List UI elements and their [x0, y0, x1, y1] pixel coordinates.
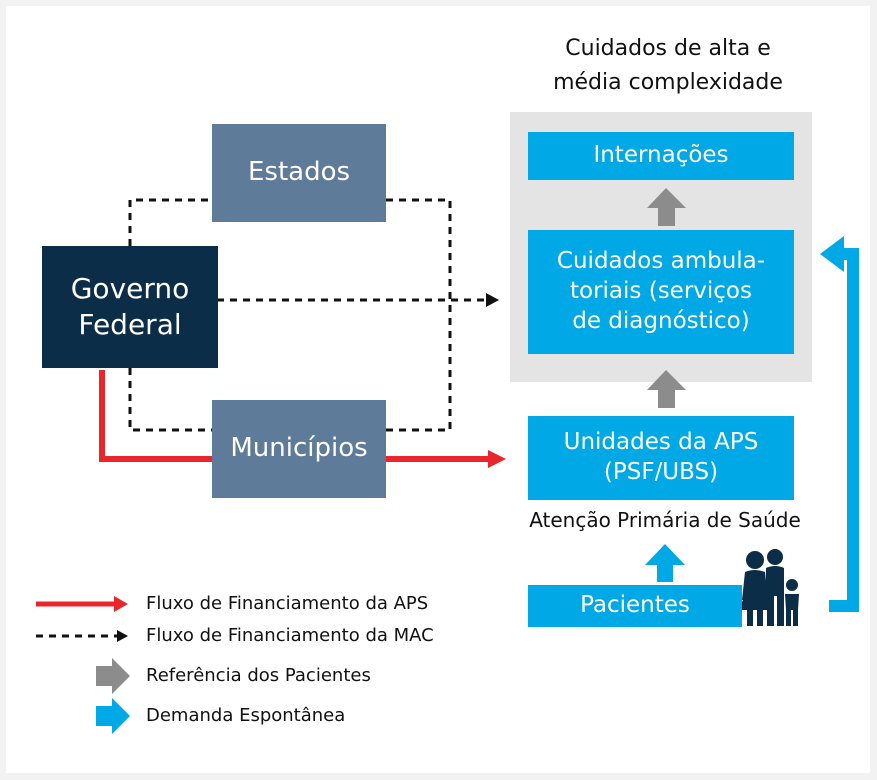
spontaneous-return-arrowhead	[820, 236, 844, 272]
node-ambulatoriais-line3: de diagnóstico)	[572, 307, 750, 334]
mac-flow-arrowhead	[486, 293, 499, 307]
node-pacientes: Pacientes	[528, 585, 742, 627]
complex-care-title-line2: média complexidade	[553, 70, 783, 95]
node-municipios-label: Municípios	[230, 433, 368, 464]
legend-icon-referral	[96, 658, 130, 694]
referral-arrow-ambulatoriais	[647, 370, 686, 408]
node-estados-label: Estados	[247, 157, 351, 188]
referral-arrow-internacoes	[647, 188, 686, 226]
mac-flow-lines	[128, 198, 488, 432]
node-aps-line2: (PSF/UBS)	[603, 459, 719, 485]
node-governo-federal: Governo Federal	[42, 246, 218, 368]
legend-label-spontaneous: Demanda Espontânea	[146, 705, 346, 726]
node-governo-line1: Governo	[70, 271, 190, 305]
node-unidades-aps: Unidades da APS (PSF/UBS)	[528, 416, 794, 500]
aps-caption: Atenção Primária de Saúde	[529, 508, 801, 532]
node-ambulatoriais-line2: toriais (serviços	[570, 278, 752, 305]
aps-flow-line	[99, 370, 490, 462]
complex-care-title-line1: Cuidados de alta e	[565, 36, 771, 61]
node-pacientes-label: Pacientes	[580, 592, 690, 619]
node-ambulatoriais-line1: Cuidados ambula-	[556, 248, 766, 275]
complex-care-title: Cuidados de alta e média complexidade	[506, 32, 830, 100]
node-aps-line1: Unidades da APS	[563, 429, 759, 456]
node-cuidados-ambulatoriais: Cuidados ambula- toriais (serviços de di…	[528, 230, 794, 354]
spontaneous-arrow-aps	[645, 544, 685, 582]
spontaneous-return-line	[829, 248, 859, 612]
node-estados: Estados	[212, 124, 386, 222]
legend-icon-mac	[36, 630, 128, 642]
node-internacoes: Internações	[528, 132, 794, 180]
legend-icon-spontaneous	[96, 698, 130, 734]
legend-label-mac: Fluxo de Financiamento da MAC	[146, 625, 434, 646]
node-governo-line2: Federal	[78, 308, 182, 341]
legend-label-referral: Referência dos Pacientes	[146, 665, 371, 686]
legend-icon-aps	[36, 596, 128, 612]
node-municipios: Municípios	[212, 400, 386, 498]
node-internacoes-label: Internações	[593, 142, 729, 169]
aps-flow-arrowhead	[488, 450, 506, 468]
family-icon	[738, 549, 799, 626]
legend-label-aps: Fluxo de Financiamento da APS	[146, 593, 429, 614]
